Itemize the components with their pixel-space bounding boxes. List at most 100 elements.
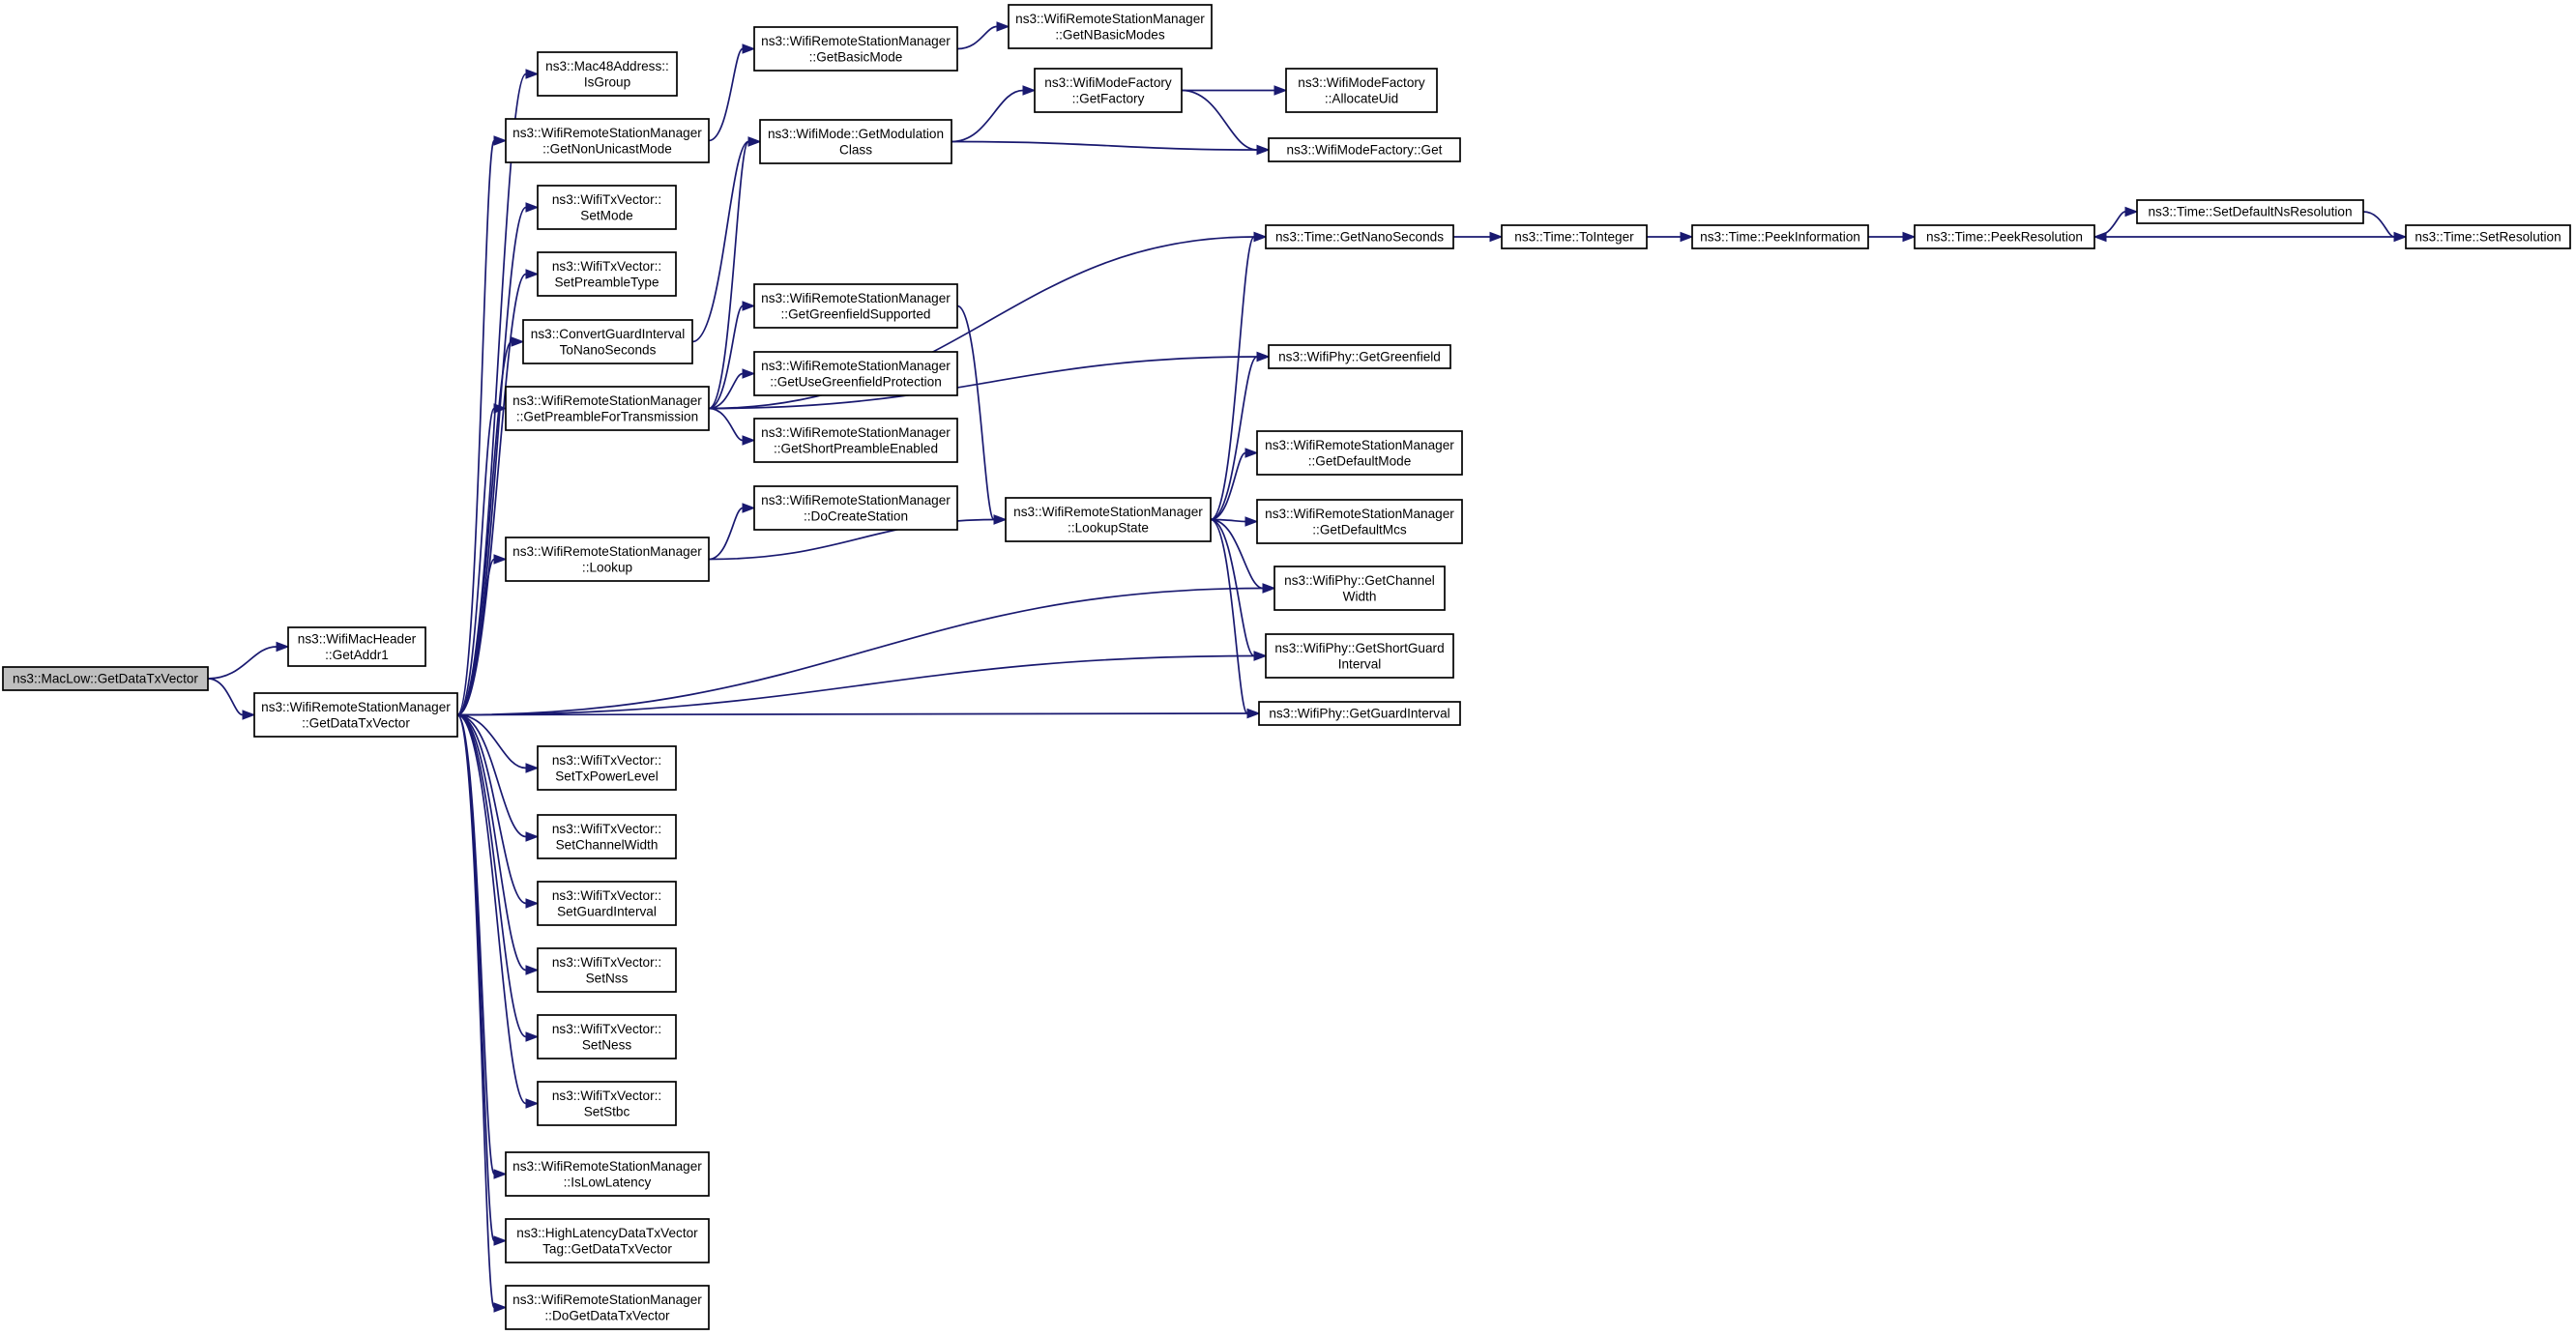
node-box xyxy=(1691,224,1869,249)
node-docreate[interactable]: ns3::WifiRemoteStationManager::DoCreateS… xyxy=(753,485,958,531)
arrowhead-icon xyxy=(242,710,256,720)
node-lookupstate[interactable]: ns3::WifiRemoteStationManager::LookupSta… xyxy=(1005,497,1212,542)
call-edge-prefortx-to-getnano xyxy=(708,236,1255,410)
node-label-line: ::GetPreambleForTransmission xyxy=(516,409,698,423)
node-shortpre[interactable]: ns3::WifiRemoteStationManager::GetShortP… xyxy=(753,418,958,463)
node-box xyxy=(1914,224,2095,249)
node-nbasic[interactable]: ns3::WifiRemoteStationManager::GetNBasic… xyxy=(1008,4,1213,49)
node-allocuid[interactable]: ns3::WifiModeFactory::AllocateUid xyxy=(1285,68,1438,113)
call-edge-gdtv-to-convgi xyxy=(456,340,512,716)
node-defmode[interactable]: ns3::WifiRemoteStationManager::GetDefaul… xyxy=(1256,430,1463,476)
node-box xyxy=(1273,566,1446,611)
node-box xyxy=(1268,137,1461,162)
node-label-line: ns3::WifiTxVector:: xyxy=(552,1022,661,1036)
call-edge-convgi-to-modclass xyxy=(691,140,749,343)
node-defmcs[interactable]: ns3::WifiRemoteStationManager::GetDefaul… xyxy=(1256,499,1463,544)
call-edge-lookupstate-to-gi xyxy=(1210,518,1248,714)
node-peekinfo[interactable]: ns3::Time::PeekInformation xyxy=(1691,224,1869,249)
node-label-line: ns3::WifiRemoteStationManager xyxy=(1013,505,1203,519)
node-label-line: ns3::WifiRemoteStationManager xyxy=(761,291,951,305)
node-peekres[interactable]: ns3::Time::PeekResolution xyxy=(1914,224,2095,249)
node-label-line: ns3::WifiRemoteStationManager xyxy=(1265,438,1454,452)
node-box xyxy=(759,119,952,164)
node-setstbc[interactable]: ns3::WifiTxVector::SetStbc xyxy=(537,1081,677,1126)
node-gi[interactable]: ns3::WifiPhy::GetGuardInterval xyxy=(1258,701,1461,726)
call-edge-gdtv-to-chwidth xyxy=(456,587,1264,716)
node-label-line: ::LookupState xyxy=(1068,520,1149,535)
node-prefortx[interactable]: ns3::WifiRemoteStationManager::GetPreamb… xyxy=(505,386,710,431)
node-toint[interactable]: ns3::Time::ToInteger xyxy=(1501,224,1648,249)
node-usegf[interactable]: ns3::WifiRemoteStationManager::GetUseGre… xyxy=(753,351,958,396)
call-edge-nonuni-to-basicmode xyxy=(708,47,744,142)
node-hltag[interactable]: ns3::HighLatencyDataTxVectorTag::GetData… xyxy=(505,1218,710,1263)
call-edge-gdtv-to-gi xyxy=(456,712,1248,716)
node-label-line: ns3::WifiTxVector:: xyxy=(552,955,661,970)
node-label-line: ns3::Time::SetDefaultNsResolution xyxy=(2148,205,2352,219)
node-label-line: ns3::WifiPhy::GetChannel xyxy=(1284,573,1435,588)
node-label-line: ::GetDefaultMode xyxy=(1308,453,1412,468)
node-box xyxy=(537,1014,677,1059)
node-addr1[interactable]: ns3::WifiMacHeader::GetAddr1 xyxy=(287,626,426,667)
arrowhead-icon xyxy=(525,1031,540,1042)
node-box xyxy=(1005,497,1212,542)
node-settxp[interactable]: ns3::WifiTxVector::SetTxPowerLevel xyxy=(537,745,677,791)
arrowhead-icon xyxy=(2093,231,2107,243)
node-lookup[interactable]: ns3::WifiRemoteStationManager::Lookup xyxy=(505,537,710,582)
call-edge-prefortx-to-shortpre xyxy=(708,407,744,442)
node-setdefres[interactable]: ns3::Time::SetDefaultNsResolution xyxy=(2136,199,2364,224)
call-edge-root-to-addr1 xyxy=(207,646,278,680)
node-label-line: ns3::Time::PeekResolution xyxy=(1926,230,2083,245)
node-mfget[interactable]: ns3::WifiModeFactory::Get xyxy=(1268,137,1461,162)
node-setgi[interactable]: ns3::WifiTxVector::SetGuardInterval xyxy=(537,881,677,926)
node-box xyxy=(537,185,677,230)
node-gfsupp[interactable]: ns3::WifiRemoteStationManager::GetGreenf… xyxy=(753,283,958,329)
call-edge-gdtv-to-dogdtv xyxy=(456,713,495,1309)
arrowhead-icon xyxy=(525,69,540,79)
node-setmode[interactable]: ns3::WifiTxVector::SetMode xyxy=(537,185,677,230)
node-setness[interactable]: ns3::WifiTxVector::SetNess xyxy=(537,1014,677,1059)
arrowhead-icon xyxy=(742,44,756,54)
node-setpre[interactable]: ns3::WifiTxVector::SetPreambleType xyxy=(537,251,677,297)
node-getgf[interactable]: ns3::WifiPhy::GetGreenfield xyxy=(1268,344,1451,369)
node-label-line: ns3::Time::ToInteger xyxy=(1514,230,1634,245)
node-setcw[interactable]: ns3::WifiTxVector::SetChannelWidth xyxy=(537,814,677,859)
node-setres[interactable]: ns3::Time::SetResolution xyxy=(2405,224,2571,249)
node-label-line: ::Lookup xyxy=(582,560,632,574)
node-label-line: ToNanoSeconds xyxy=(560,342,657,357)
node-getnano[interactable]: ns3::Time::GetNanoSeconds xyxy=(1265,224,1454,249)
call-edge-gdtv-to-setcw xyxy=(456,713,527,838)
node-label-line: Width xyxy=(1343,589,1377,603)
node-label-line: ns3::Time::GetNanoSeconds xyxy=(1275,230,1444,245)
node-isgroup[interactable]: ns3::Mac48Address::IsGroup xyxy=(537,51,678,97)
call-edge-gdtv-to-settxp xyxy=(456,713,527,769)
arrowhead-icon xyxy=(525,965,540,975)
call-edge-gdtv-to-setness xyxy=(456,713,527,1038)
node-dogdtv[interactable]: ns3::WifiRemoteStationManager::DoGetData… xyxy=(505,1285,710,1330)
node-root[interactable]: ns3::MacLow::GetDataTxVector xyxy=(2,666,209,691)
node-box xyxy=(753,485,958,531)
node-box xyxy=(537,814,677,859)
arrowhead-icon xyxy=(525,831,540,842)
node-label-line: ns3::WifiPhy::GetGuardInterval xyxy=(1269,707,1449,721)
node-getfactory[interactable]: ns3::WifiModeFactory::GetFactory xyxy=(1034,68,1183,113)
arrowhead-icon xyxy=(1680,231,1694,243)
call-edge-setdefres-to-setres xyxy=(2362,211,2395,238)
node-box xyxy=(505,1218,710,1263)
node-box xyxy=(537,745,677,791)
node-gdtv[interactable]: ns3::WifiRemoteStationManager::GetDataTx… xyxy=(253,692,458,738)
node-box xyxy=(1008,4,1213,49)
node-label-line: ::GetDataTxVector xyxy=(302,715,410,730)
node-setnss[interactable]: ns3::WifiTxVector::SetNss xyxy=(537,947,677,993)
node-label-line: Interval xyxy=(1338,656,1382,671)
node-basicmode[interactable]: ns3::WifiRemoteStationManager::GetBasicM… xyxy=(753,26,958,72)
node-nonuni[interactable]: ns3::WifiRemoteStationManager::GetNonUni… xyxy=(505,118,710,163)
call-edge-lookupstate-to-chwidth xyxy=(1210,518,1264,590)
arrowhead-icon xyxy=(1253,651,1268,661)
node-islowlat[interactable]: ns3::WifiRemoteStationManager::IsLowLate… xyxy=(505,1151,710,1197)
arrowhead-icon xyxy=(276,641,290,653)
